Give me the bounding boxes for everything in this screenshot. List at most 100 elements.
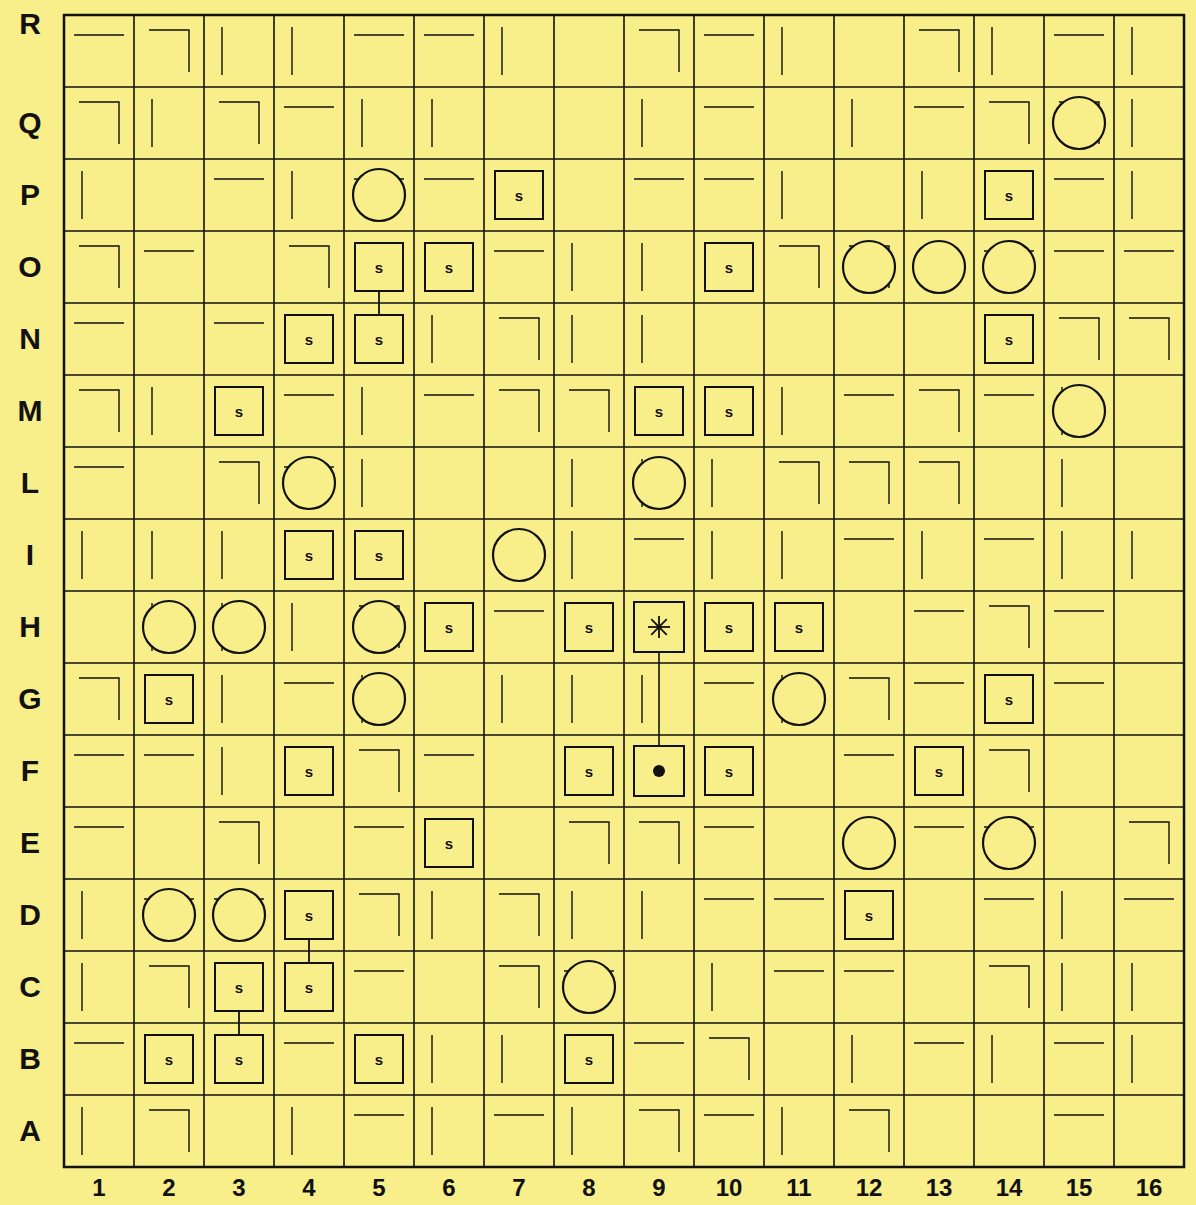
maze-wall [361,99,362,147]
maze-wall [1131,27,1132,75]
maze-wall [704,106,754,107]
maze-wall [499,894,539,936]
s-box: s [284,530,334,580]
maze-wall [431,315,432,363]
maze-wall [74,322,124,323]
maze-wall [291,27,292,75]
s-mark: s [585,764,593,779]
maze-wall [991,1035,992,1083]
maze-wall [704,34,754,35]
s-box: s [214,386,264,436]
maze-wall [1129,318,1169,360]
circle-space [213,889,265,941]
maze-wall [704,898,754,899]
circle-space [913,241,965,293]
row-label: O [18,252,41,282]
circle-space [143,889,195,941]
maze-wall [571,459,572,507]
row-label: P [20,180,40,210]
s-box: s [914,746,964,796]
maze-wall [221,27,222,75]
maze-wall [774,898,824,899]
maze-wall [431,99,432,147]
s-mark: s [375,260,383,275]
maze-wall [79,678,119,720]
maze-wall [704,682,754,683]
s-box: s [704,746,754,796]
maze-wall [711,459,712,507]
maze-wall [74,1042,124,1043]
s-box: s [354,314,404,364]
maze-wall [149,966,189,1008]
grid-line [64,1022,1184,1024]
maze-wall [704,178,754,179]
s-mark: s [1005,188,1013,203]
circle-space [563,961,615,1013]
maze-wall [1059,318,1099,360]
row-label: F [21,756,39,786]
maze-wall [74,754,124,755]
column-label: 15 [1066,1176,1093,1200]
maze-wall [284,1042,334,1043]
circle-space [1053,385,1105,437]
dot-box [634,746,684,796]
maze-wall [81,891,82,939]
maze-wall [424,754,474,755]
s-box: s [564,602,614,652]
maze-wall [361,459,362,507]
maze-wall [781,1107,782,1155]
grid-line [64,518,1184,520]
maze-wall [641,99,642,147]
s-mark: s [375,548,383,563]
grid-line [64,230,1184,232]
maze-wall [781,387,782,435]
maze-wall [431,891,432,939]
s-box: s [354,242,404,292]
maze-wall [284,394,334,395]
maze-wall [914,1042,964,1043]
maze-wall [844,754,894,755]
maze-wall [641,243,642,291]
link-line [308,940,310,962]
maze-wall [984,898,1034,899]
circle-space [843,817,895,869]
s-mark: s [935,764,943,779]
s-box: s [144,1034,194,1084]
maze-wall [499,390,539,432]
maze-wall [219,822,259,864]
maze-wall [919,462,959,504]
s-box: s [354,530,404,580]
s-mark: s [305,980,313,995]
maze-wall [354,970,404,971]
maze-wall [74,34,124,35]
maze-wall [641,315,642,363]
maze-wall [1131,963,1132,1011]
maze-wall [501,675,502,723]
s-box: s [144,674,194,724]
s-box: s [284,314,334,364]
maze-wall [919,30,959,72]
maze-wall [781,27,782,75]
row-label: B [19,1044,41,1074]
circle-space [1053,97,1105,149]
maze-wall [81,171,82,219]
maze-wall [494,1114,544,1115]
maze-wall [641,891,642,939]
maze-wall [641,675,642,723]
maze-wall [989,750,1029,792]
maze-wall [221,531,222,579]
s-box: s [564,1034,614,1084]
maze-wall [989,102,1029,144]
s-box: s [284,746,334,796]
grid-line [64,374,1184,376]
maze-wall [1061,459,1062,507]
s-box: s [354,1034,404,1084]
column-label: 8 [582,1176,595,1200]
maze-wall [849,678,889,720]
circle-space [983,817,1035,869]
s-mark: s [235,1052,243,1067]
row-label: L [21,468,39,498]
column-label: 4 [302,1176,315,1200]
s-mark: s [725,260,733,275]
